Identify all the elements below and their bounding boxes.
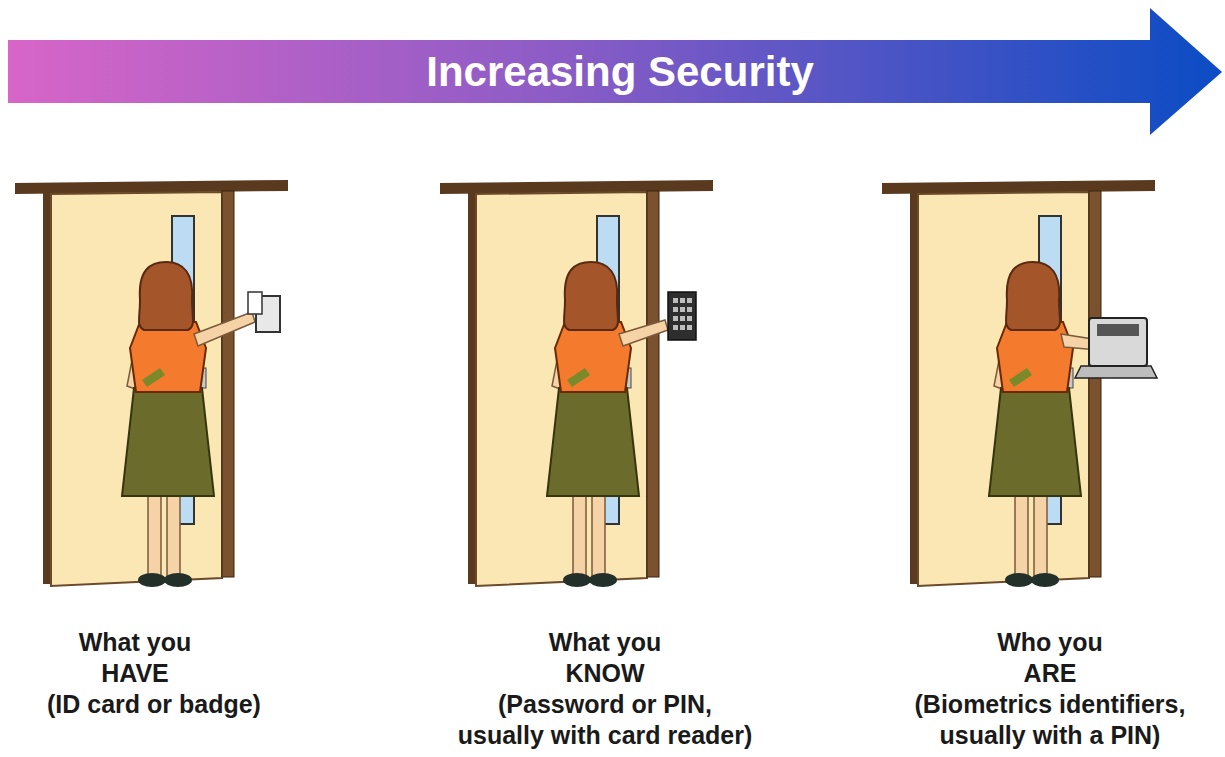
security-arrow: Increasing Security [0,8,1225,136]
person [547,262,639,587]
person [989,262,1081,587]
door [15,180,288,586]
id-card [248,292,262,314]
person [122,262,214,587]
arm [619,320,668,346]
scanner-tray [1075,366,1157,378]
caption-heading: What you HAVE [60,627,210,689]
door-scene-biometric [882,180,1157,587]
scanner-screen [1097,324,1139,336]
arrow-band [8,8,1222,135]
caption-heading: What you KNOW [530,627,680,689]
door-scene-keypad [440,180,713,587]
arm [194,312,255,346]
door [882,180,1155,586]
caption-detail: (ID card or badge) [4,689,304,720]
biometric-scanner [1089,318,1147,366]
door-scene-card [15,180,288,587]
keypad [668,292,696,340]
keypad-buttons [673,298,692,330]
door [440,180,713,586]
caption-detail: (Biometrics identifiers, usually with a … [885,689,1215,751]
caption-detail: (Password or PIN, usually with card read… [454,689,756,751]
arrow-title: Increasing Security [426,49,814,95]
caption-heading: Who you ARE [975,627,1125,689]
